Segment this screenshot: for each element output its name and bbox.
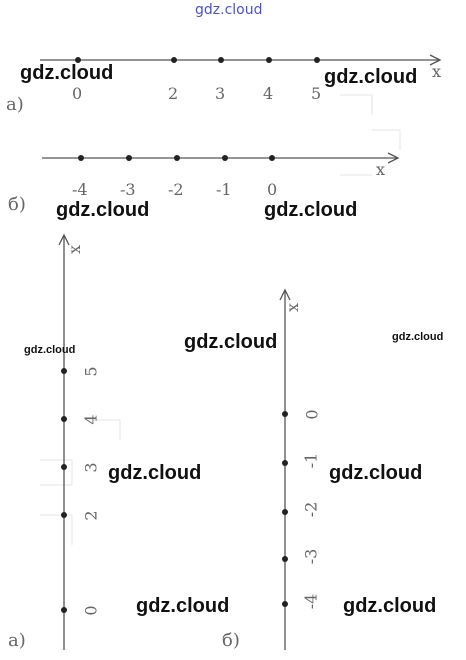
tick-label-2: 2: [81, 510, 101, 521]
axis-label-x: x: [283, 302, 303, 313]
point-0: [75, 57, 81, 63]
point-neg1: [222, 155, 228, 161]
tick-label-0: 0: [81, 605, 101, 616]
point-0: [282, 411, 288, 417]
number-line-a-vertical: [58, 233, 70, 650]
point-5: [314, 57, 320, 63]
axis-arrow: [279, 288, 291, 301]
panel-label-b: б): [222, 630, 240, 651]
watermark-top: gdz.cloud: [195, 2, 263, 18]
number-line-a-horizontal: [40, 54, 442, 66]
tick-label-3: 3: [81, 462, 101, 473]
axis-arrow: [387, 152, 400, 164]
tick-label-neg3: -3: [120, 180, 136, 199]
tick-label-0: 0: [302, 409, 322, 420]
axis-arrow: [429, 54, 442, 66]
watermark: gdz.cloud: [324, 66, 418, 88]
watermark: gdz.cloud: [184, 331, 278, 353]
axis-label-x: x: [65, 244, 85, 255]
point-neg4: [282, 601, 288, 607]
point-4: [61, 416, 67, 422]
watermark: gdz.cloud: [20, 62, 114, 84]
number-line-b-horizontal: [42, 152, 400, 164]
tick-label-0: 0: [267, 180, 278, 199]
tick-label-neg1: -1: [216, 180, 232, 199]
watermark: gdz.cloud: [329, 462, 423, 484]
tick-label-neg4: -4: [72, 180, 88, 199]
grid-remnants: [40, 94, 401, 545]
tick-label-5: 5: [81, 366, 101, 377]
tick-label-neg3: -3: [301, 548, 321, 565]
axis-arrow: [58, 233, 70, 246]
panel-label-b: б): [8, 194, 26, 215]
point-neg3: [126, 155, 132, 161]
watermark: gdz.cloud: [136, 595, 230, 617]
watermark: gdz.cloud: [24, 344, 76, 356]
point-0: [269, 155, 275, 161]
tick-label-neg2: -2: [301, 501, 321, 518]
tick-label-2: 2: [168, 84, 179, 103]
axis-label-x: x: [432, 62, 442, 81]
point-3: [61, 464, 67, 470]
watermark: gdz.cloud: [343, 595, 437, 617]
point-neg2: [282, 509, 288, 515]
watermark: gdz.cloud: [108, 462, 202, 484]
number-line-b-vertical: [279, 288, 291, 650]
point-neg3: [282, 556, 288, 562]
tick-label-4: 4: [263, 84, 274, 103]
tick-label-5: 5: [311, 84, 322, 103]
watermark: gdz.cloud: [264, 199, 358, 221]
point-neg4: [78, 155, 84, 161]
point-4: [266, 57, 272, 63]
tick-label-3: 3: [215, 84, 226, 103]
watermark: gdz.cloud: [392, 331, 444, 343]
point-2: [171, 57, 177, 63]
tick-label-0: 0: [72, 84, 83, 103]
tick-label-neg2: -2: [168, 180, 184, 199]
point-2: [61, 512, 67, 518]
point-neg1: [282, 460, 288, 466]
watermark: gdz.cloud: [56, 199, 150, 221]
point-0: [61, 607, 67, 613]
panel-label-a: а): [6, 94, 24, 115]
point-5: [61, 368, 67, 374]
tick-label-4: 4: [81, 414, 101, 425]
tick-label-neg1: -1: [301, 452, 321, 469]
tick-label-neg4: -4: [301, 593, 321, 610]
point-3: [218, 57, 224, 63]
point-neg2: [174, 155, 180, 161]
axis-label-x: x: [376, 160, 386, 179]
panel-label-a: а): [8, 630, 26, 651]
